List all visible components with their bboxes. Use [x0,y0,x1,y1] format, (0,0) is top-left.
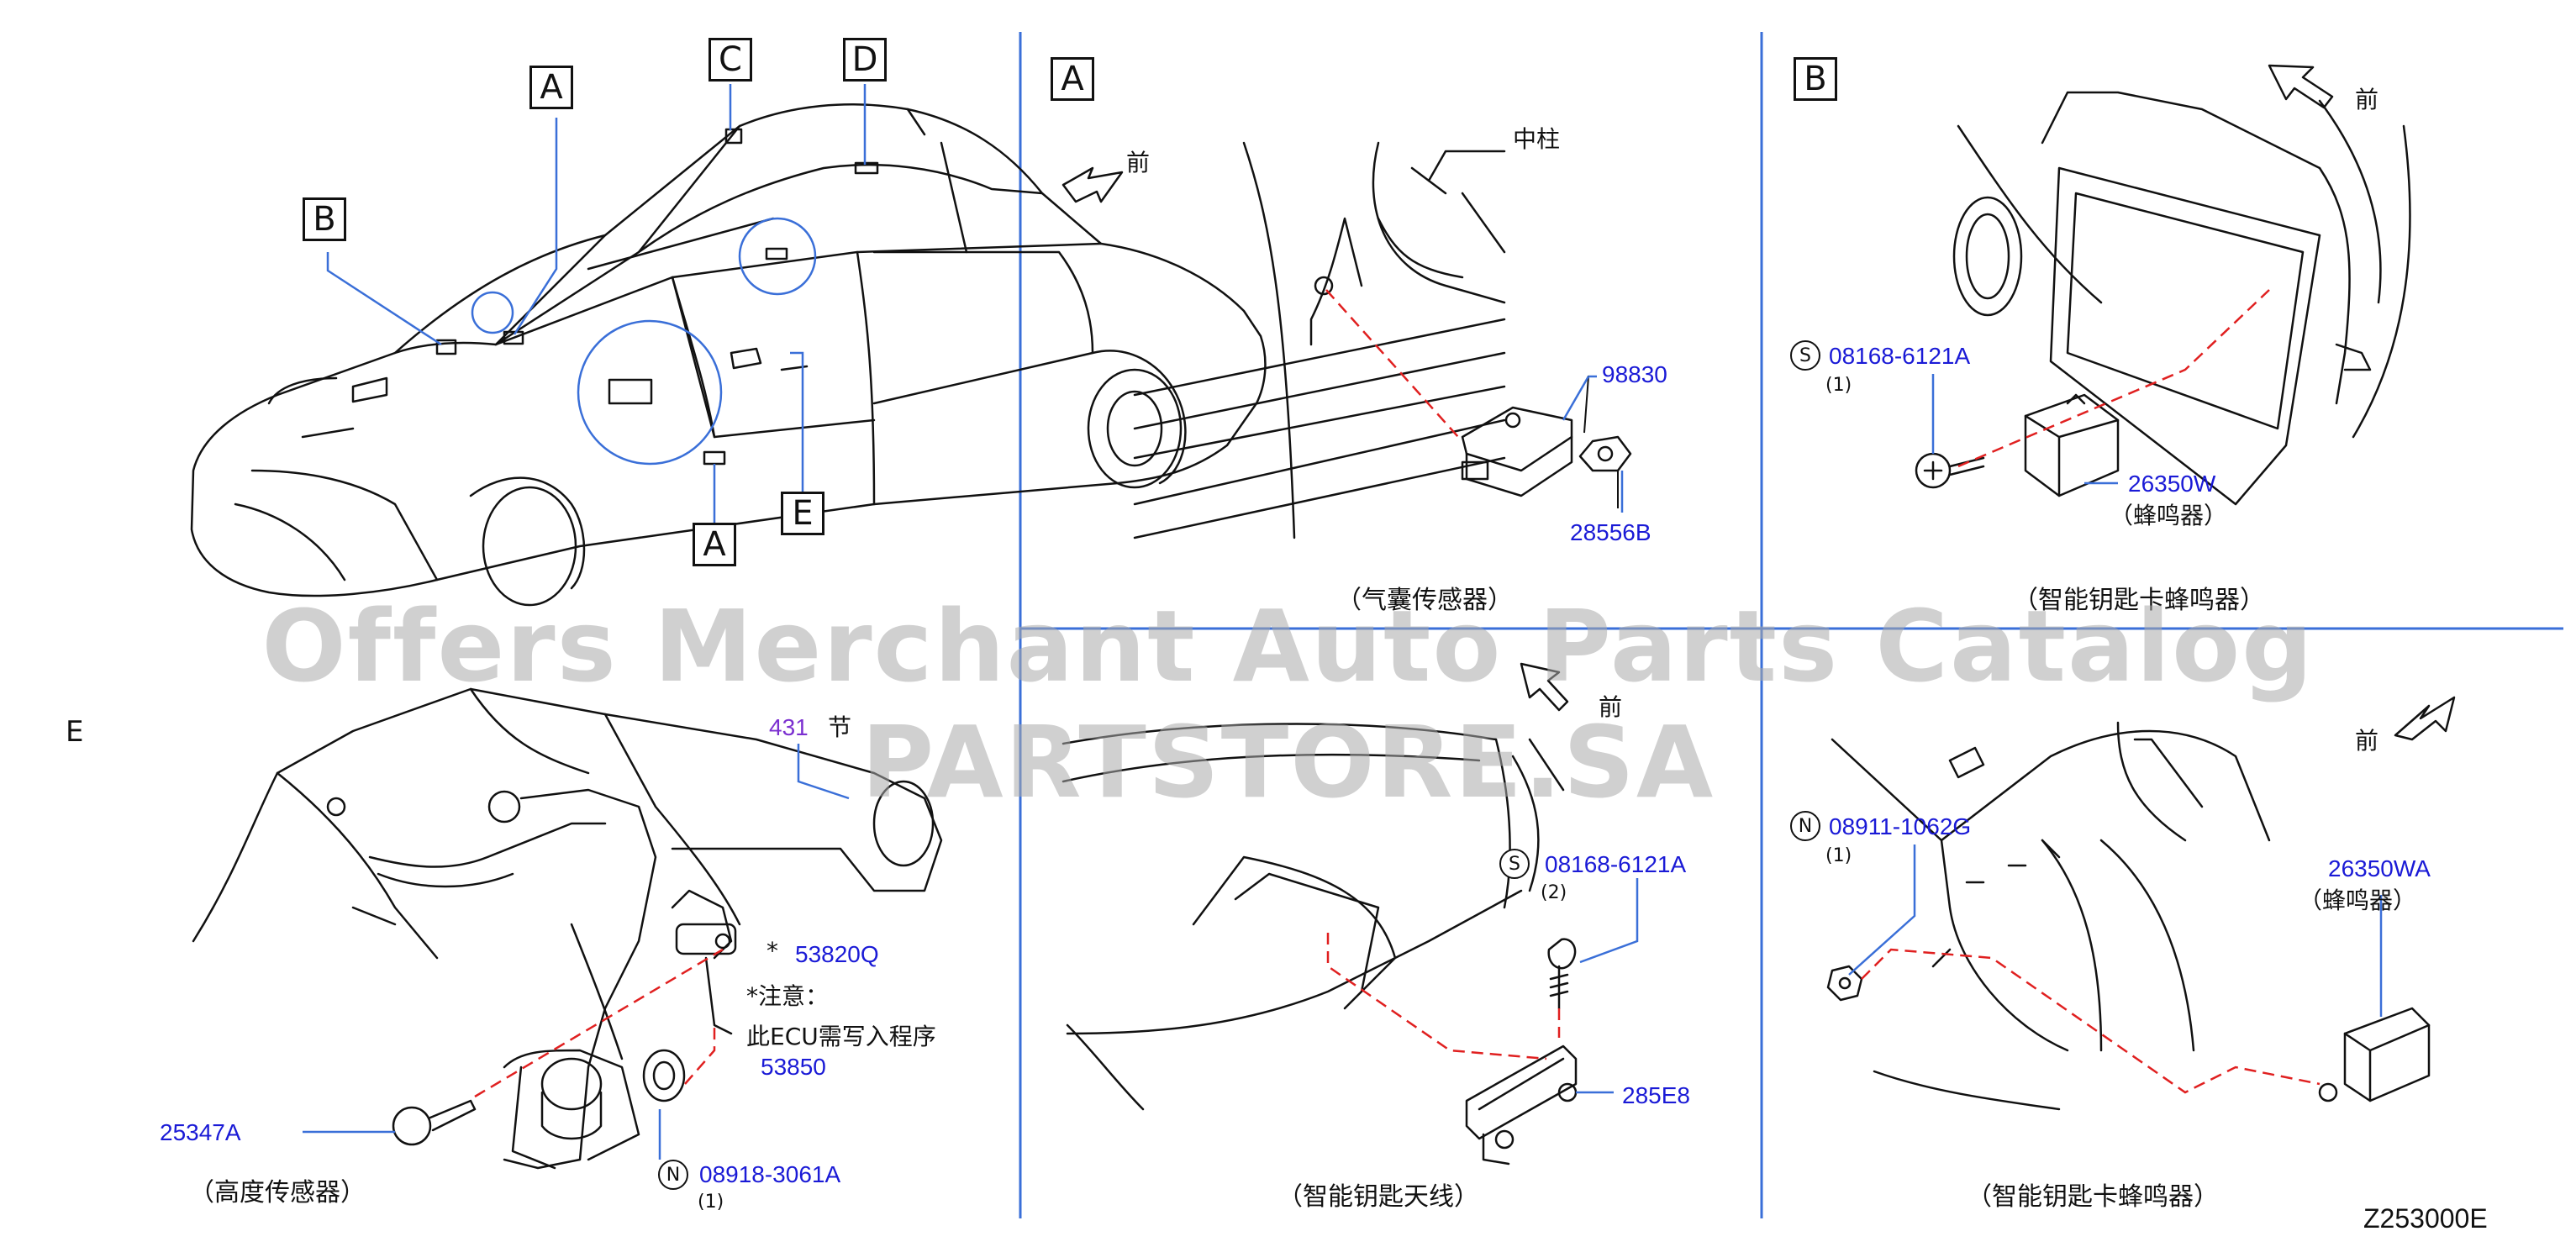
panel-a-dashed [1325,289,1459,438]
overview-highlight-circles [471,217,817,466]
panel-e-letter: E [66,715,84,749]
panel-c-bolt-qty: (2) [1541,882,1567,903]
panel-a-front-label: 前 [1126,149,1151,176]
panel-dividers [1019,32,2563,1218]
overview-callout-a-upper: A [529,66,573,109]
panel-b-dashed [1957,289,2270,468]
panel-d-front-label: 前 [2355,727,2379,755]
overview-callout-b: B [303,197,346,241]
panel-b-bolt-symbol: S [1790,340,1820,371]
panel-c-dashed [1326,933,1561,1060]
panel-e-part-53820q[interactable]: 53820Q [795,941,879,967]
panel-e-note-body: 此ECU需写入程序 [746,1023,936,1050]
panel-a-letter: A [1051,57,1094,101]
panel-d-part-26350wa[interactable]: 26350WA [2328,855,2431,881]
panel-a-part-98830[interactable]: 98830 [1602,361,1667,387]
panel-a-caption: （气囊传感器） [1336,586,1513,615]
panel-e-nut-symbol: N [658,1160,688,1190]
panel-d-nut-part[interactable]: 08911-1062G [1829,813,1972,839]
panel-a-pillar-label: 中柱 [1513,125,1561,153]
panel-a-blue [1562,375,1624,513]
overview-callout-c: C [709,38,752,82]
diagram-code: Z253000E [2363,1203,2488,1234]
panel-e-asterisk: * [766,937,778,965]
overview-callout-a-lower: A [693,523,736,566]
panel-a-leaders [1583,376,1619,508]
panel-d-dashed [1861,948,2321,1094]
overview-leaders [326,84,867,523]
panel-d-art [1826,696,2456,1111]
panel-e-part-431[interactable]: 431 [769,714,809,740]
panel-b-letter: B [1794,57,1837,101]
panel-d-blue [1848,844,2383,1017]
watermark-text: Offers Merchant Auto Parts Catalog PARTS… [261,588,2315,820]
panel-c-part-285e8[interactable]: 285E8 [1622,1082,1690,1108]
panel-b-part-26350w[interactable]: 26350W [2128,471,2216,497]
panel-b-part-desc: （蜂鸣器） [2110,502,2228,529]
panel-a-art [1061,141,1632,539]
panel-b-caption: （智能钥匙卡蜂鸣器） [2013,586,2265,615]
overview-callout-d: D [843,38,887,82]
panel-c-art [1061,662,1578,1165]
overview-callout-e: E [781,492,824,535]
panel-a-part-28556b[interactable]: 28556B [1570,519,1651,545]
panel-e-blue [303,744,850,1160]
panel-e-nut-part[interactable]: 08918-3061A [699,1161,841,1187]
panel-c-bolt-part[interactable]: 08168-6121A [1545,851,1687,877]
panel-b-bolt-qty: (1) [1825,375,1852,396]
panel-b-front-label: 前 [2355,86,2379,113]
panel-e-art [192,687,943,1170]
panel-e-part-431-suffix: 节 [828,713,852,741]
panel-d-nut-qty: (1) [1825,845,1852,866]
panel-e-part-53850[interactable]: 53850 [761,1054,826,1080]
panel-c-blue [1576,878,1639,1094]
panel-b-bolt-part[interactable]: 08168-6121A [1829,343,1971,369]
panel-e-nut-qty: (1) [698,1192,724,1213]
panel-b-art [1915,64,2411,506]
panel-e-caption: （高度传感器） [189,1178,366,1208]
panel-d-nut-symbol: N [1790,811,1820,841]
panel-e-dashed [474,948,724,1098]
panel-c-bolt-symbol: S [1499,849,1530,879]
panel-b-blue [1931,374,2118,485]
panel-d-caption: （智能钥匙卡蜂鸣器） [1967,1182,2219,1212]
panel-e-part-25347a[interactable]: 25347A [160,1119,241,1145]
panel-e-note-title: *注意： [746,982,830,1010]
panel-c-caption: （智能钥匙天线） [1277,1182,1479,1212]
panel-c-front-label: 前 [1599,693,1623,721]
panel-d-part-desc: （蜂鸣器） [2299,887,2417,914]
